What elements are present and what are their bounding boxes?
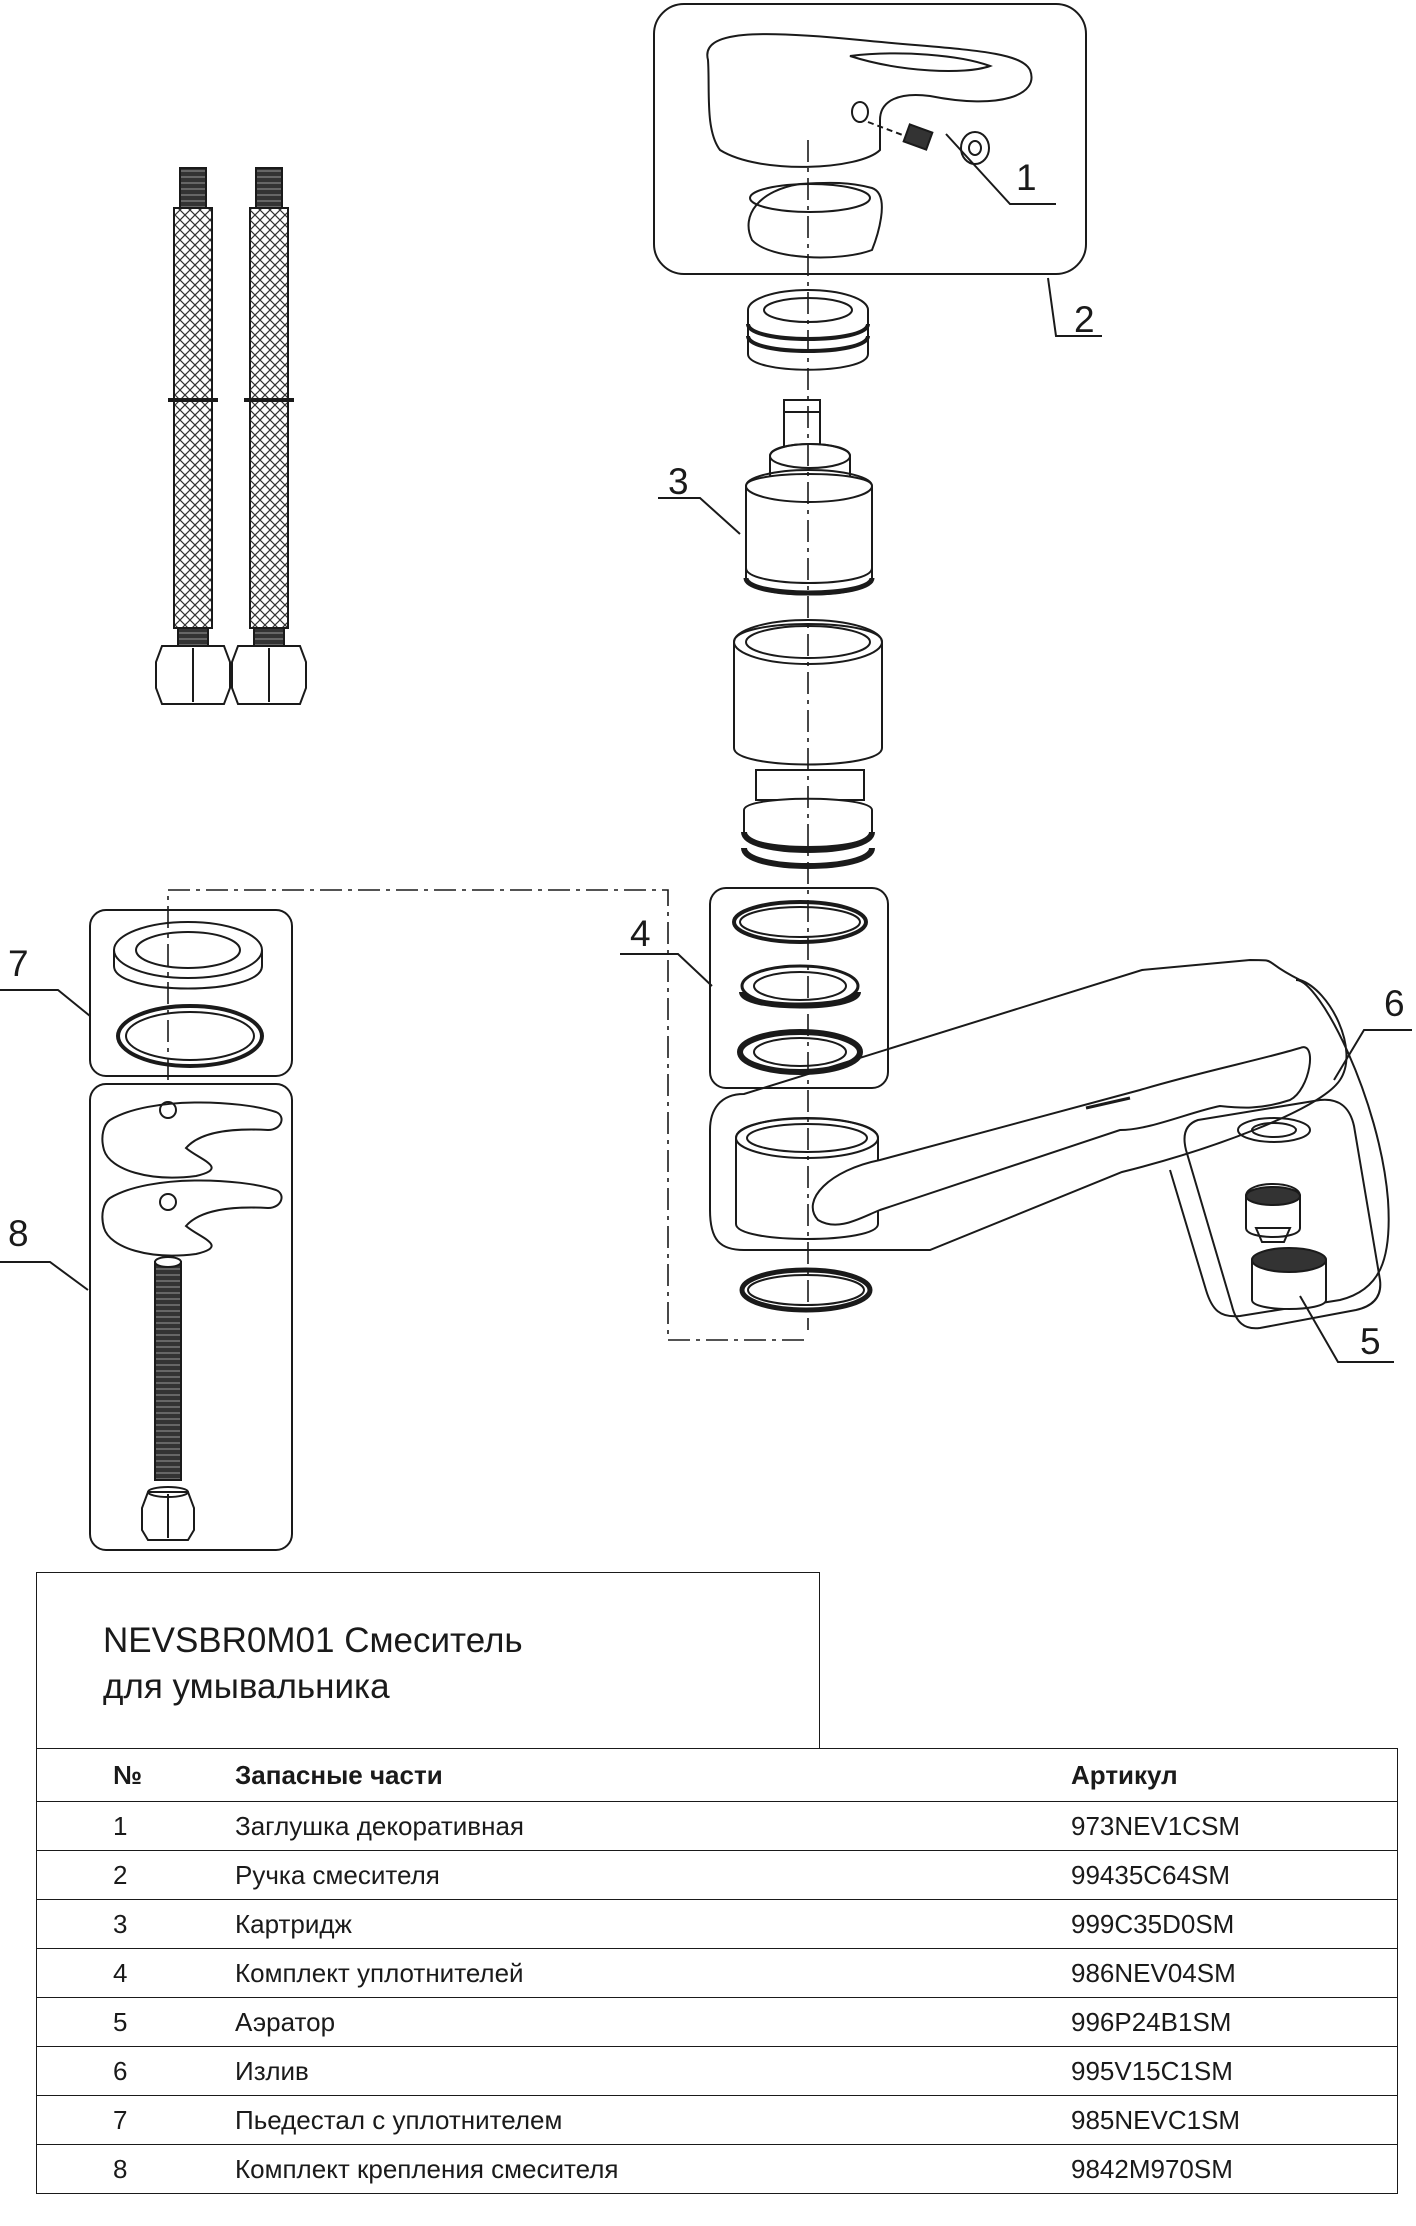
spout-oring: [739, 1267, 873, 1313]
spout-frame: [709, 958, 1390, 1318]
pedestal-frame: [89, 909, 293, 1077]
pedestal-with-seal: [113, 921, 264, 1068]
row-num: 6: [36, 2046, 235, 2096]
table-header-row: № Запасные части Артикул: [36, 1748, 1398, 1802]
dome-cap: [747, 181, 883, 259]
row-sku: 99435C64SM: [1071, 1850, 1398, 1900]
row-num: 3: [36, 1899, 235, 1949]
row-sku: 9842M970SM: [1071, 2144, 1398, 2194]
row-num: 2: [36, 1850, 235, 1900]
title-line-2: для умывальника: [103, 1667, 390, 1706]
callout-8: 8: [8, 1213, 29, 1254]
callout-6: 6: [1384, 983, 1405, 1024]
table-row: 6 Излив 995V15C1SM: [36, 2046, 1398, 2096]
header-num: №: [36, 1748, 235, 1802]
row-name: Аэратор: [235, 1997, 1071, 2047]
row-sku: 996P24B1SM: [1071, 1997, 1398, 2047]
callout-7: 7: [8, 943, 29, 984]
title-box: [36, 1572, 820, 1748]
row-name: Ручка смесителя: [235, 1850, 1071, 1900]
aerator: [1237, 1117, 1327, 1310]
row-sku: 995V15C1SM: [1071, 2046, 1398, 2096]
row-sku: 973NEV1CSM: [1071, 1801, 1398, 1851]
callout-2: 2: [1074, 299, 1095, 340]
spout: [735, 1046, 1312, 1240]
cartridge-sleeve: [733, 619, 883, 869]
header-name: Запасные части: [235, 1748, 1071, 1802]
table-row: 1 Заглушка декоративная 973NEV1CSM: [36, 1801, 1398, 1851]
row-num: 5: [36, 1997, 235, 2047]
callout-4: 4: [630, 913, 651, 954]
row-num: 7: [36, 2095, 235, 2145]
table-row: 8 Комплект крепления смесителя 9842M970S…: [36, 2144, 1398, 2194]
row-num: 1: [36, 1801, 235, 1851]
seal-kit-frame: [709, 887, 889, 1089]
mounting-kit: [101, 1101, 283, 1541]
flexible-hoses: [155, 167, 307, 705]
row-name: Заглушка декоративная: [235, 1801, 1071, 1851]
seal-kit: [732, 900, 868, 1075]
spare-parts-table: № Запасные части Артикул 1 Заглушка деко…: [36, 1748, 1398, 2194]
row-name: Комплект уплотнителей: [235, 1948, 1071, 1998]
exploded-parts-diagram: 1 2 3 4 5 6 7 8: [0, 3, 1412, 1551]
table-row: 4 Комплект уплотнителей 986NEV04SM: [36, 1948, 1398, 1998]
faucet-handle: [706, 33, 1033, 168]
row-sku: 986NEV04SM: [1071, 1948, 1398, 1998]
row-sku: 985NEVC1SM: [1071, 2095, 1398, 2145]
page-title: NEVSBR0M01 Смеситель для умывальника: [103, 1618, 523, 1710]
row-name: Комплект крепления смесителя: [235, 2144, 1071, 2194]
row-sku: 999C35D0SM: [1071, 1899, 1398, 1949]
callout-3: 3: [668, 461, 689, 502]
table-row: 2 Ручка смесителя 99435C64SM: [36, 1850, 1398, 1900]
row-name: Картридж: [235, 1899, 1071, 1949]
table-row: 5 Аэратор 996P24B1SM: [36, 1997, 1398, 2047]
aerator-frame: [1183, 1098, 1382, 1330]
title-line-1: NEVSBR0M01 Смеситель: [103, 1621, 523, 1660]
row-name: Излив: [235, 2046, 1071, 2096]
callout-1: 1: [1016, 157, 1037, 198]
mounting-kit-frame: [89, 1083, 293, 1551]
row-name: Пьедестал с уплотнителем: [235, 2095, 1071, 2145]
assembly-axis: [167, 140, 809, 1341]
table-row: 7 Пьедестал с уплотнителем 985NEVC1SM: [36, 2095, 1398, 2145]
callout-5: 5: [1360, 1321, 1381, 1362]
row-num: 8: [36, 2144, 235, 2194]
handle-group-frame: [653, 3, 1087, 275]
header-sku: Артикул: [1071, 1748, 1398, 1802]
row-num: 4: [36, 1948, 235, 1998]
table-row: 3 Картридж 999C35D0SM: [36, 1899, 1398, 1949]
decorative-plug: [902, 123, 990, 165]
cartridge: [743, 399, 875, 596]
